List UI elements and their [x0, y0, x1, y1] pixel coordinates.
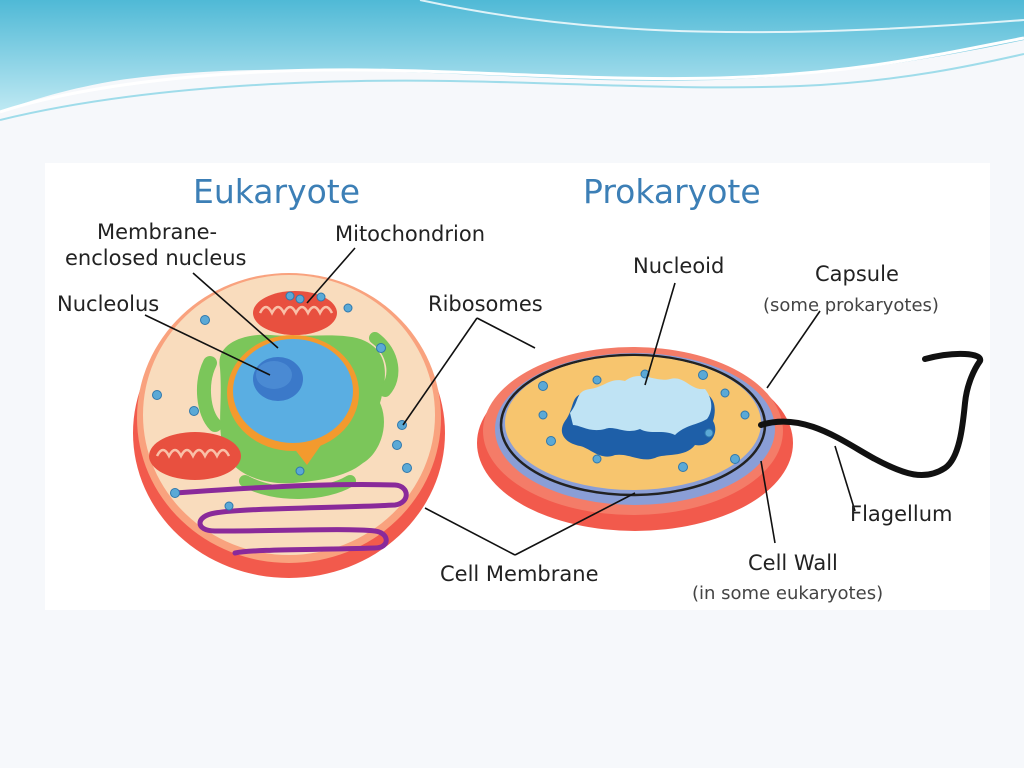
eukaryote-ribosomes	[152, 291, 412, 511]
label-nucleolus: Nucleolus	[57, 292, 159, 316]
title-prokaryote: Prokaryote	[583, 172, 761, 211]
label-cell-membrane: Cell Membrane	[440, 562, 598, 586]
label-capsule: Capsule	[815, 262, 899, 286]
label-cell-wall-note: (in some eukaryotes)	[692, 583, 883, 604]
label-mitochondrion: Mitochondrion	[335, 222, 485, 246]
label-cell-wall: Cell Wall	[748, 551, 838, 575]
label-membrane-enclosed-2: enclosed nucleus	[65, 246, 247, 270]
label-capsule-note: (some prokaryotes)	[763, 295, 939, 316]
label-ribosomes: Ribosomes	[428, 292, 543, 316]
label-flagellum: Flagellum	[850, 502, 952, 526]
label-membrane-enclosed-1: Membrane-	[97, 220, 217, 244]
label-nucleoid: Nucleoid	[633, 254, 724, 278]
eukaryote-cell	[133, 273, 445, 578]
cell-diagram: Eukaryote Prokaryote Membrane- enclosed …	[57, 172, 984, 604]
title-eukaryote: Eukaryote	[193, 172, 360, 211]
mitochondrion-top	[253, 291, 337, 335]
prokaryote-cell	[477, 347, 984, 531]
leader-lines	[144, 247, 856, 556]
prokaryote-ribosomes	[538, 369, 750, 472]
cell-comparison-figure: Eukaryote Prokaryote Membrane- enclosed …	[45, 163, 990, 610]
golgi-apparatus	[172, 482, 409, 556]
mitochondrion-left	[149, 432, 241, 480]
header-wave-decoration	[0, 0, 1024, 121]
flagellum	[758, 350, 984, 478]
